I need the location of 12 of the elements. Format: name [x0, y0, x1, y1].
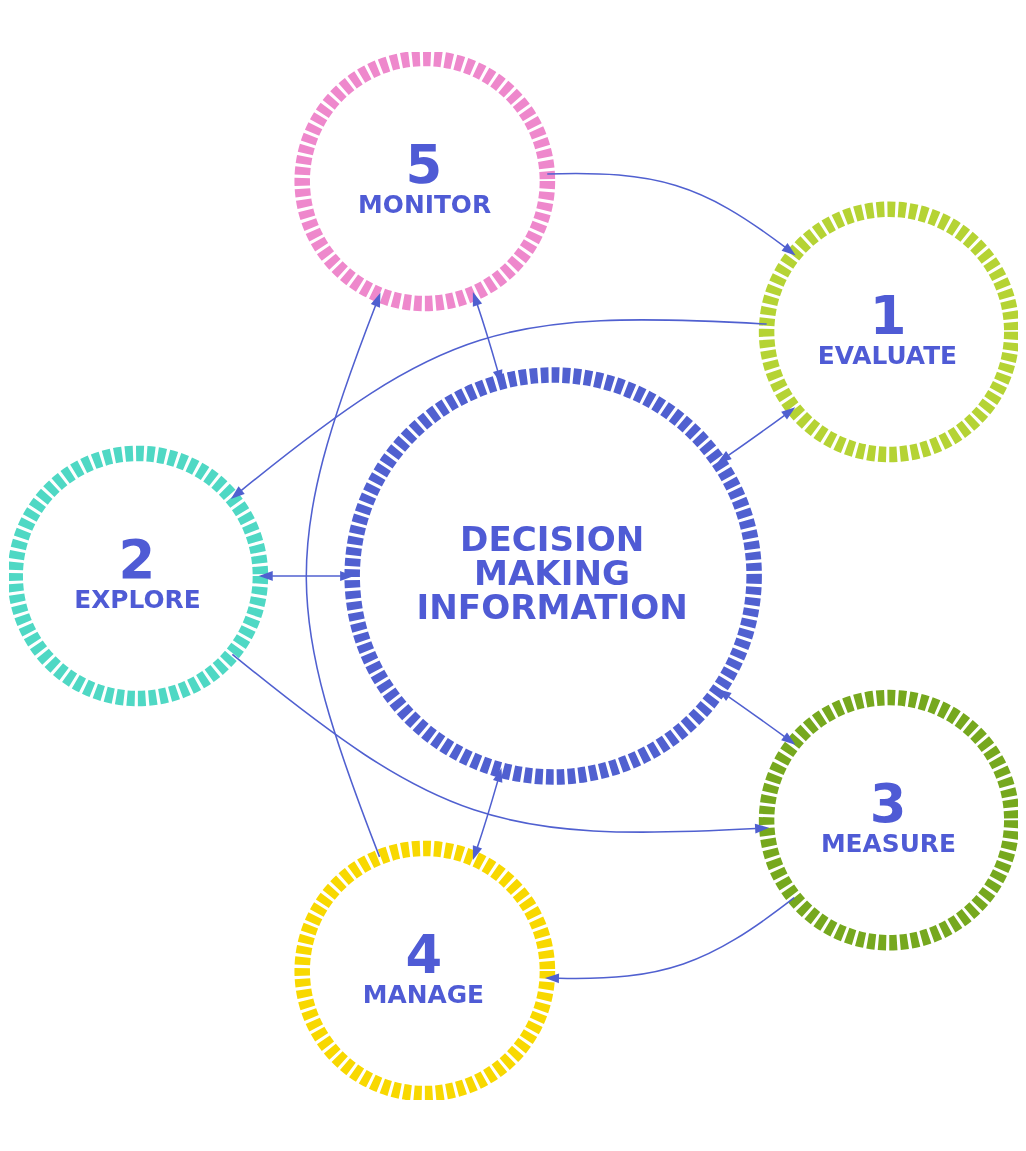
arrow	[716, 406, 795, 463]
arrow	[545, 172, 796, 255]
node-circle: 1 EVALUATE	[758, 201, 1018, 462]
arrow	[231, 653, 769, 833]
node-circle: 2 EXPLORE	[8, 445, 268, 706]
arrow	[472, 767, 502, 860]
arrow	[258, 570, 354, 581]
arrow	[230, 318, 767, 499]
arrow	[305, 292, 380, 858]
node-circle: 4 MANAGE	[293, 840, 555, 1100]
arrow	[544, 896, 795, 983]
node-circle: 3 MEASURE	[758, 689, 1018, 950]
